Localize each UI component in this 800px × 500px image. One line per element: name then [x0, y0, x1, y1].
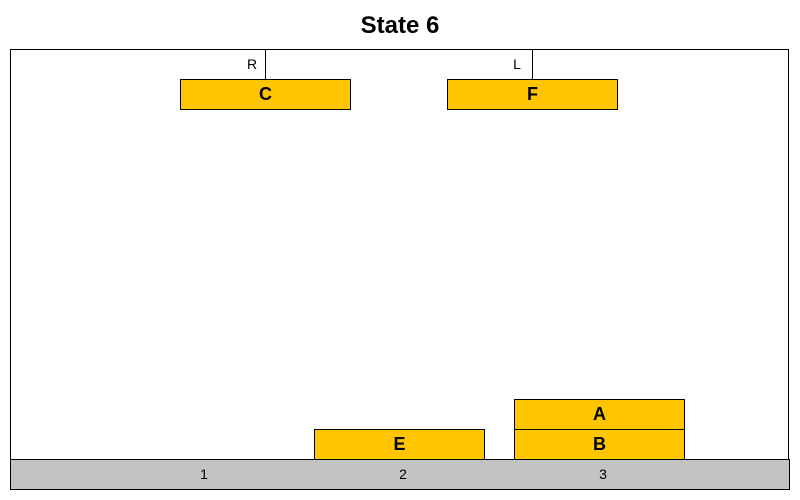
block-b: B — [514, 429, 685, 460]
block-f-held: F — [447, 79, 618, 110]
position-label-3: 3 — [599, 466, 607, 482]
workspace-frame — [10, 49, 789, 460]
arm-l-cable — [532, 50, 533, 80]
arm-r-label: R — [246, 56, 258, 72]
table-surface — [10, 459, 790, 490]
position-label-2: 2 — [399, 466, 407, 482]
arm-l-label: L — [513, 56, 521, 72]
block-c-held: C — [180, 79, 351, 110]
arm-r-cable — [265, 50, 266, 80]
diagram-title: State 6 — [360, 12, 440, 39]
block-a: A — [514, 399, 685, 430]
block-e: E — [314, 429, 485, 460]
position-label-1: 1 — [200, 466, 208, 482]
